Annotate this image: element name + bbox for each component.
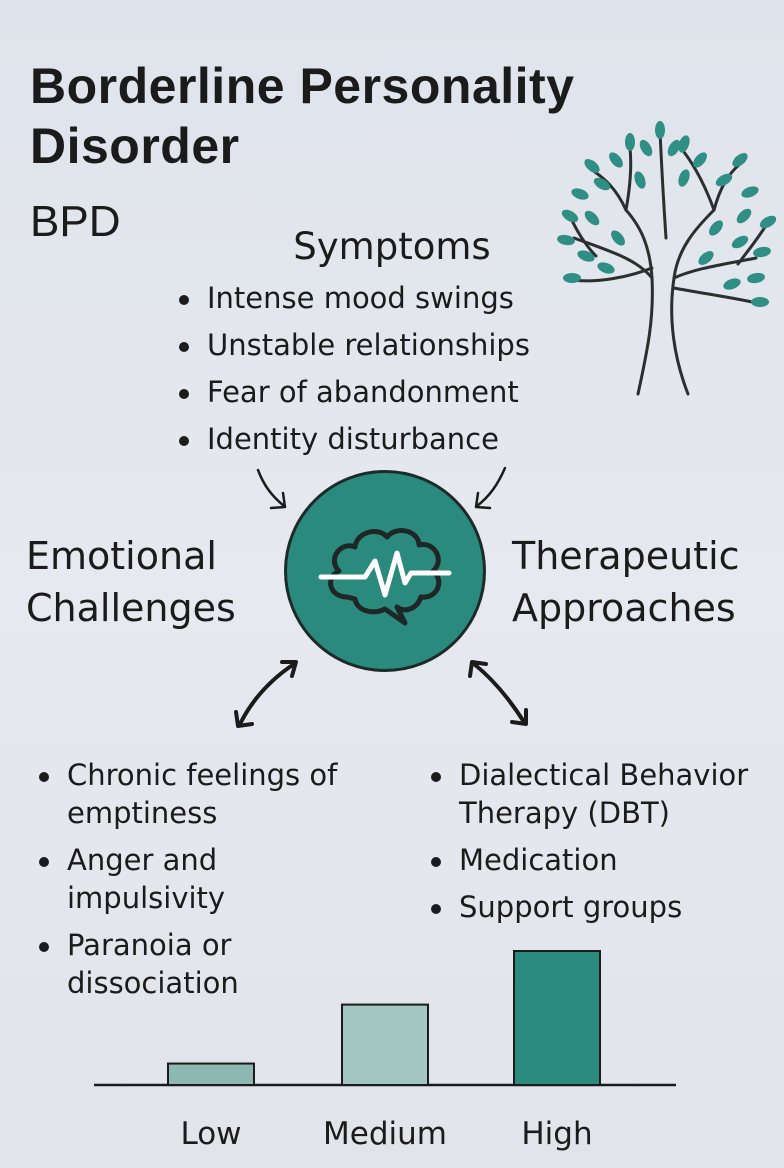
page-subtitle: BPD: [30, 197, 121, 246]
emotional-heading-line1: Emotional: [26, 534, 217, 578]
bar-low: [167, 1062, 255, 1086]
therapeutic-list: Dialectical Behavior Therapy (DBT) Medic…: [428, 756, 780, 935]
list-item: Intense mood swings: [176, 279, 596, 317]
list-item: Identity disturbance: [176, 420, 596, 458]
emotional-list: Chronic feelings of emptiness Anger and …: [36, 756, 352, 1011]
symptoms-heading: Symptoms: [293, 225, 491, 268]
emotional-heading-line2: Challenges: [26, 586, 236, 630]
therapeutic-heading: Therapeutic Approaches: [512, 530, 778, 634]
list-item: Support groups: [428, 888, 780, 926]
list-item: Dialectical Behavior Therapy (DBT): [428, 756, 780, 832]
bar-label-medium: Medium: [323, 1116, 447, 1152]
list-item: Paranoia or dissociation: [36, 926, 352, 1002]
bar-label-high: High: [521, 1116, 592, 1152]
bar-high: [513, 950, 601, 1086]
central-hub: [284, 470, 486, 672]
symptoms-list: Intense mood swings Unstable relationshi…: [176, 279, 596, 467]
brain-heartbeat-icon: [318, 528, 452, 626]
emotional-heading: Emotional Challenges: [26, 530, 266, 634]
list-item: Anger and impulsivity: [36, 841, 352, 917]
list-item: Fear of abandonment: [176, 373, 596, 411]
severity-bar-chart: Low Medium High: [94, 950, 676, 1152]
therapeutic-heading-line1: Therapeutic: [512, 534, 740, 578]
list-item: Unstable relationships: [176, 326, 596, 364]
tree-icon: [557, 121, 776, 396]
page-title: Borderline Personality Disorder: [30, 58, 575, 174]
bar-label-low: Low: [180, 1116, 241, 1152]
bar-medium: [341, 1003, 429, 1086]
list-item: Chronic feelings of emptiness: [36, 756, 352, 832]
therapeutic-heading-line2: Approaches: [512, 586, 736, 630]
list-item: Medication: [428, 841, 780, 879]
tree-leaves: [557, 121, 776, 307]
